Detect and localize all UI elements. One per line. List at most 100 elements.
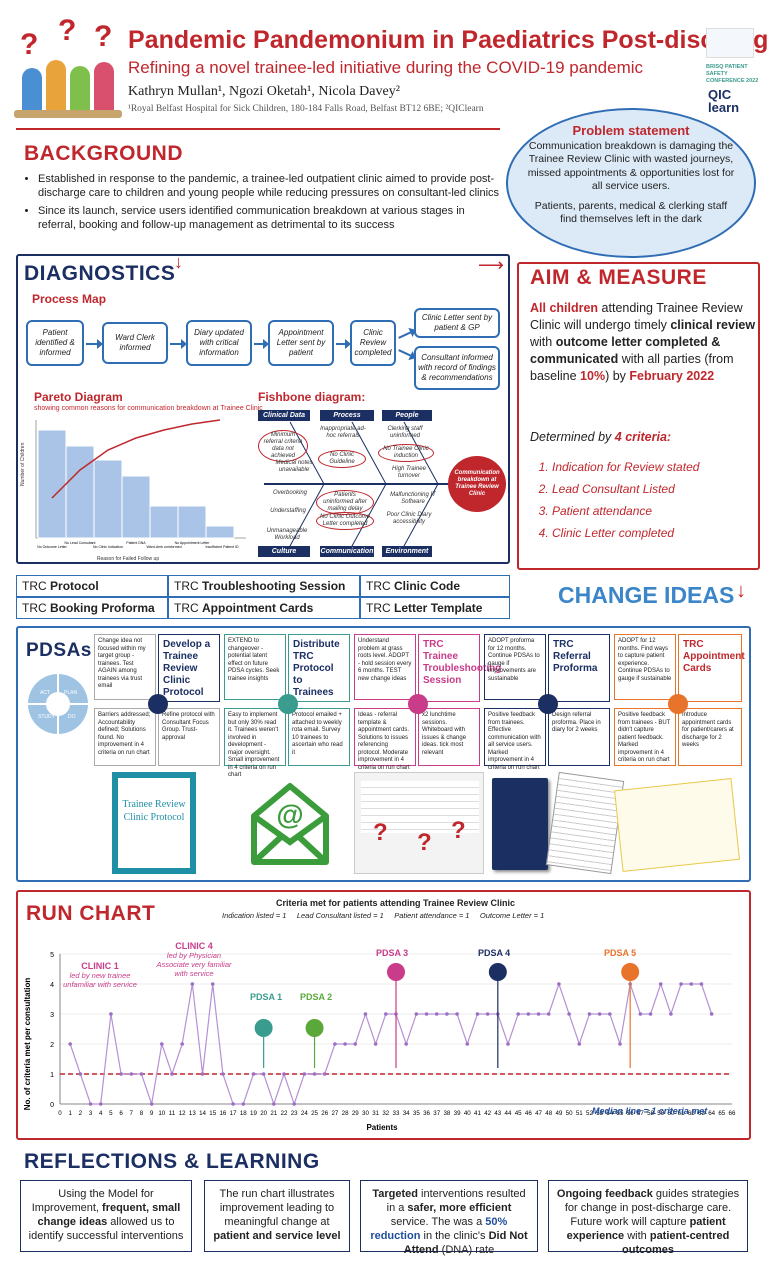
x-tick-label: 40 [464, 1110, 471, 1117]
data-point [709, 1012, 714, 1016]
fishbone-cause: No Trainee Clinic induction [378, 444, 434, 462]
data-point [557, 982, 561, 986]
pareto-subtitle: showing common reasons for communication… [34, 405, 263, 412]
data-point [526, 1012, 531, 1016]
process-map-title: Process Map [32, 292, 107, 306]
x-tick-label: 42 [484, 1110, 491, 1117]
x-tick-label: 3 [89, 1110, 93, 1117]
arrow-right-icon: ⟶ [478, 255, 504, 275]
x-tick-label: 35 [413, 1110, 420, 1117]
fishbone-title: Fishbone diagram: [258, 390, 366, 404]
page-title: Pandemic Pandemonium in Paediatrics Post… [128, 26, 768, 54]
trc-item: TRC Protocol [16, 575, 168, 597]
data-point [109, 1012, 113, 1016]
pdsa-study-note: Ideas - referral template & appointment … [354, 708, 416, 771]
arrow-down-icon: ↓ [174, 252, 183, 272]
data-point [251, 1072, 256, 1076]
run-chart-ylabel: No. of criteria met per consultation [23, 978, 32, 1111]
x-tick-label: 34 [403, 1110, 410, 1117]
pdsa-study-note: Positive feedback from trainees. Effecti… [484, 708, 546, 771]
trc-item: TRC Clinic Code [360, 575, 510, 597]
x-tick-label: 17 [230, 1110, 237, 1117]
x-tick-label: 29 [352, 1110, 359, 1117]
question-mark-icon: ? [417, 829, 432, 856]
x-tick-label: 60 [667, 1110, 674, 1117]
criteria-item: Clinic Letter completed [552, 522, 756, 544]
x-tick-label: 1 [68, 1110, 72, 1117]
fishbone-category: Communication [320, 546, 374, 557]
authors: Kathryn Mullan¹, Ngozi Oketah¹, Nicola D… [128, 84, 400, 99]
y-tick-label: 5 [50, 952, 54, 959]
question-mark-icon: ? [58, 14, 77, 47]
x-tick-label: 27 [331, 1110, 338, 1117]
x-tick-label: 23 [291, 1110, 298, 1117]
pdsa-cycle-title: Develop a Trainee Review Clinic Protocol [158, 634, 220, 702]
trc-item: TRC Troubleshooting Session [168, 575, 360, 597]
pdsa-marker-dot [488, 963, 507, 981]
pdsa-cycle-icon: ACT PLAN STUDY DO [28, 674, 88, 734]
x-tick-label: 61 [678, 1110, 685, 1117]
x-tick-label: 32 [382, 1110, 389, 1117]
pdsa-panel [16, 626, 751, 882]
process-outcome: Consultant informed with record of findi… [414, 346, 500, 390]
diagnostics-panel [16, 254, 510, 564]
x-tick-label: 30 [362, 1110, 369, 1117]
data-point [149, 1102, 154, 1106]
process-step: Ward Clerk informed [102, 322, 168, 364]
data-point [424, 1012, 429, 1016]
svg-text:No Lead Consultant: No Lead Consultant [65, 541, 96, 545]
pdsa-plan-note: Change idea not focused within my target… [94, 634, 156, 700]
data-point [567, 1012, 571, 1016]
criteria-item: Patient attendance [552, 500, 756, 522]
pdsa-do-note: Introduce appointment cards for patient/… [678, 708, 742, 766]
criteria-item: Indication for Review stated [552, 456, 756, 478]
x-tick-label: 26 [321, 1110, 328, 1117]
data-point [353, 1042, 358, 1046]
process-step: Patient identified & informed [26, 320, 84, 366]
x-tick-label: 0 [58, 1110, 62, 1117]
x-tick-label: 6 [119, 1110, 123, 1117]
data-point [68, 1042, 72, 1046]
x-tick-label: 38 [443, 1110, 450, 1117]
svg-text:Number of Children: Number of Children [20, 442, 26, 486]
data-point [516, 1012, 520, 1016]
x-tick-label: 11 [169, 1110, 176, 1117]
kids-illustration: ? ? ? [14, 14, 122, 118]
svg-text:Ward clerk uninformed: Ward clerk uninformed [146, 545, 181, 549]
runchart-panel [16, 890, 751, 1140]
data-point [272, 1102, 276, 1106]
data-point [546, 1012, 551, 1016]
data-point [129, 1072, 134, 1076]
reflection-card: Targeted interventions resulted in a saf… [360, 1180, 538, 1256]
pdsa-marker-dot [305, 1019, 324, 1037]
x-tick-label: 62 [688, 1110, 695, 1117]
x-tick-label: 66 [729, 1110, 736, 1117]
data-point [648, 1012, 653, 1016]
data-point [160, 1042, 164, 1046]
fishbone-category: People [382, 410, 432, 421]
data-point [618, 1042, 622, 1046]
x-tick-label: 10 [158, 1110, 165, 1117]
data-point [699, 982, 704, 986]
pareto-title: Pareto Diagram [34, 390, 123, 404]
pdsa-study-note: Positive feedback from trainees - BUT di… [614, 708, 676, 766]
x-tick-label: 48 [545, 1110, 552, 1117]
x-tick-label: 59 [657, 1110, 664, 1117]
pdsa-plan-note: ADOPT for 12 months. Find ways to captur… [614, 634, 676, 700]
x-tick-label: 37 [433, 1110, 440, 1117]
data-point [608, 1012, 612, 1016]
x-tick-label: 47 [535, 1110, 542, 1117]
x-tick-label: 63 [698, 1110, 705, 1117]
pdsa-do-note: x2 lunchtime sessions. Whiteboard with i… [418, 708, 480, 766]
change-ideas-title: CHANGE IDEAS [558, 582, 735, 608]
fishbone-cause: Poor Clinic Diary accessibility [386, 512, 432, 525]
affiliation: ¹Royal Belfast Hospital for Sick Childre… [128, 104, 484, 114]
data-point [597, 1012, 602, 1016]
y-tick-label: 0 [50, 1102, 54, 1109]
x-tick-label: 24 [301, 1110, 308, 1117]
problem-statement: Problem statement Communication breakdow… [506, 108, 756, 258]
pdsa-study-note: Barriers addressed; Accountability defin… [94, 708, 156, 766]
reflection-card: Ongoing feedback guides strategies for c… [548, 1180, 748, 1256]
